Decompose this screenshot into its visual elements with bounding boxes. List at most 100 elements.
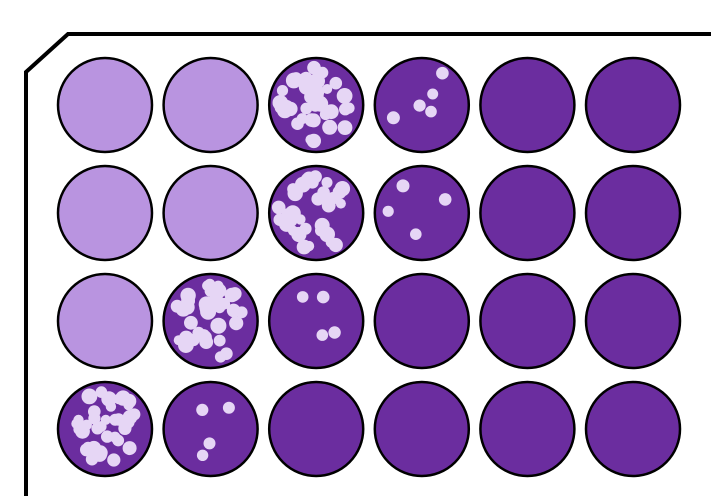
well-r3-c1 [58, 274, 152, 368]
well-circle [480, 274, 574, 368]
plaque [101, 415, 111, 425]
plaque [92, 447, 107, 462]
plaque [236, 306, 248, 318]
plaque [75, 424, 90, 439]
plaque [199, 296, 215, 312]
wells-grid [58, 58, 680, 476]
plaque [220, 347, 233, 360]
plaque [128, 408, 140, 420]
well-r1-c6 [586, 58, 680, 152]
plaque [410, 228, 422, 240]
plaque [343, 103, 354, 114]
well-circle [480, 382, 574, 476]
plaque [82, 389, 98, 405]
well-r1-c1 [58, 58, 152, 152]
plaque [427, 89, 438, 100]
well-circle [480, 58, 574, 152]
plaque [338, 120, 353, 135]
well-r4-c4 [375, 382, 469, 476]
well-circle [480, 166, 574, 260]
well-circle [269, 382, 363, 476]
plaque [317, 67, 329, 79]
plaque [287, 183, 299, 195]
plaque [107, 453, 120, 466]
plaque [88, 412, 100, 424]
plaque [96, 386, 108, 398]
plaque [73, 415, 83, 425]
plaque [197, 450, 208, 461]
plaque [308, 135, 320, 147]
plaque [123, 441, 137, 455]
plaque [204, 437, 216, 449]
well-r4-c3 [269, 382, 363, 476]
plaque [315, 218, 330, 233]
well-circle [58, 58, 152, 152]
plaque [317, 329, 329, 341]
well-r3-c6 [586, 274, 680, 368]
plaque [290, 72, 302, 84]
well-circle [164, 382, 258, 476]
plaque [328, 326, 340, 338]
plaque [302, 172, 316, 186]
well-r1-c5 [480, 58, 574, 152]
well-circle [58, 274, 152, 368]
well-circle [586, 166, 680, 260]
plaque [322, 199, 336, 213]
well-circle [164, 58, 258, 152]
well-circle [164, 166, 258, 260]
well-r1-c2 [164, 58, 258, 152]
plaque [297, 291, 309, 303]
well-circle [586, 274, 680, 368]
plaque [223, 402, 235, 414]
plaque [337, 88, 353, 104]
well-r1-c4 [375, 58, 469, 152]
plaque [425, 106, 437, 118]
well-r4-c2 [164, 382, 258, 476]
well-r3-c2 [164, 274, 258, 368]
well-circle [375, 274, 469, 368]
plaque [277, 85, 288, 96]
plaque [317, 186, 330, 199]
well-r3-c3 [269, 274, 363, 368]
plaque [317, 291, 330, 304]
well-r4-c1 [58, 382, 152, 476]
plaque [106, 401, 116, 411]
plaque [397, 179, 410, 192]
plaque [414, 100, 426, 112]
well-circle [586, 58, 680, 152]
well-circle [269, 274, 363, 368]
plaque [439, 193, 452, 206]
plaque [312, 96, 328, 112]
plaque [295, 214, 305, 224]
well-circle [375, 382, 469, 476]
plaque [436, 67, 449, 80]
well-circle [58, 166, 152, 260]
plaque [179, 331, 193, 345]
well-r2-c3 [269, 166, 363, 260]
well-circle [586, 382, 680, 476]
plaque [196, 404, 208, 416]
plaque [80, 443, 93, 456]
plaque [212, 283, 227, 298]
plaque [176, 301, 192, 317]
plaque [297, 113, 308, 124]
well-r4-c5 [480, 382, 574, 476]
plaque [330, 77, 343, 90]
well-r1-c3 [269, 58, 363, 152]
well-r2-c4 [375, 166, 469, 260]
plaque [214, 335, 226, 347]
plaque [307, 113, 321, 127]
well-r2-c5 [480, 166, 574, 260]
plaque [383, 206, 394, 217]
plaque [198, 331, 212, 345]
plaque [297, 240, 312, 255]
plaque [225, 288, 240, 303]
plaque [387, 111, 400, 124]
plaque [277, 103, 293, 119]
plaque [326, 237, 337, 248]
well-r2-c2 [164, 166, 258, 260]
well-r3-c5 [480, 274, 574, 368]
well-r2-c1 [58, 166, 152, 260]
plaque [279, 216, 295, 232]
